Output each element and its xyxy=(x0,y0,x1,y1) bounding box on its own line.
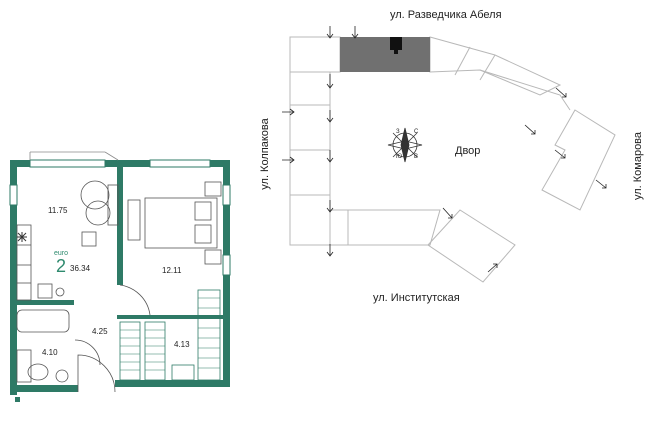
wall-left xyxy=(10,160,17,395)
toilet xyxy=(27,363,49,381)
street-right: ул. Комарова xyxy=(632,131,644,201)
wall-bottom-left xyxy=(10,385,78,392)
wardrobes xyxy=(119,289,221,381)
wall-bottom-right xyxy=(115,380,230,387)
compass-north: С xyxy=(414,129,419,135)
marker-square xyxy=(15,397,20,402)
washer xyxy=(55,369,69,383)
sink xyxy=(37,283,53,299)
kitchen-counter xyxy=(16,224,32,301)
wall-partition-bath xyxy=(12,300,74,305)
wall-partition-vertical xyxy=(117,160,123,285)
ventilation-icon xyxy=(17,232,27,242)
dining-table xyxy=(81,231,97,247)
street-left: ул. Колпакова xyxy=(259,118,271,190)
highlighted-building xyxy=(340,37,430,72)
windows xyxy=(9,159,231,276)
door-inner xyxy=(119,284,151,316)
window-side-3 xyxy=(222,254,231,276)
area-bedroom: 12.11 xyxy=(162,266,182,275)
bedside-table-1 xyxy=(204,181,222,197)
window-side-2 xyxy=(222,184,231,206)
rooms-count: 2 xyxy=(56,256,67,276)
pillow-1 xyxy=(194,201,212,221)
furniture xyxy=(16,180,222,393)
bed xyxy=(144,197,218,249)
compass-west: З xyxy=(396,129,400,135)
desk xyxy=(127,199,141,241)
entrance-arrows xyxy=(282,26,607,273)
window-kitchen xyxy=(29,159,106,168)
area-bathroom: 4.10 xyxy=(42,348,58,357)
pillow-2 xyxy=(194,224,212,244)
plan-type-label: euro xyxy=(54,250,69,257)
area-hall: 4.25 xyxy=(92,327,108,336)
door-bath xyxy=(74,339,101,366)
area-storage: 4.13 xyxy=(174,340,190,349)
compass-icon xyxy=(387,127,423,163)
compass-east: В xyxy=(414,154,419,160)
wall-partition-storage xyxy=(117,315,225,319)
compass-south: Ю xyxy=(396,154,403,160)
window-bedroom xyxy=(149,159,211,168)
wardrobe-hatching xyxy=(120,297,220,371)
balcony xyxy=(29,151,119,161)
bathtub xyxy=(16,309,70,333)
building-outline xyxy=(289,36,616,283)
area-kitchen-living: 11.75 xyxy=(48,206,68,215)
bedside-table-2 xyxy=(204,249,222,265)
street-top: ул. Разведчика Абеля xyxy=(390,9,502,21)
street-bottom: ул. Институтская xyxy=(373,292,460,304)
fridge-knob xyxy=(55,287,65,297)
armchair-2 xyxy=(85,200,111,226)
chair xyxy=(107,184,119,226)
window-side-1 xyxy=(9,184,18,206)
door-hall xyxy=(77,354,116,393)
total-area: 36.34 xyxy=(70,264,91,273)
courtyard-label: Двор xyxy=(455,145,481,157)
apartment-marker-icon xyxy=(390,37,402,50)
armchair xyxy=(80,180,110,210)
